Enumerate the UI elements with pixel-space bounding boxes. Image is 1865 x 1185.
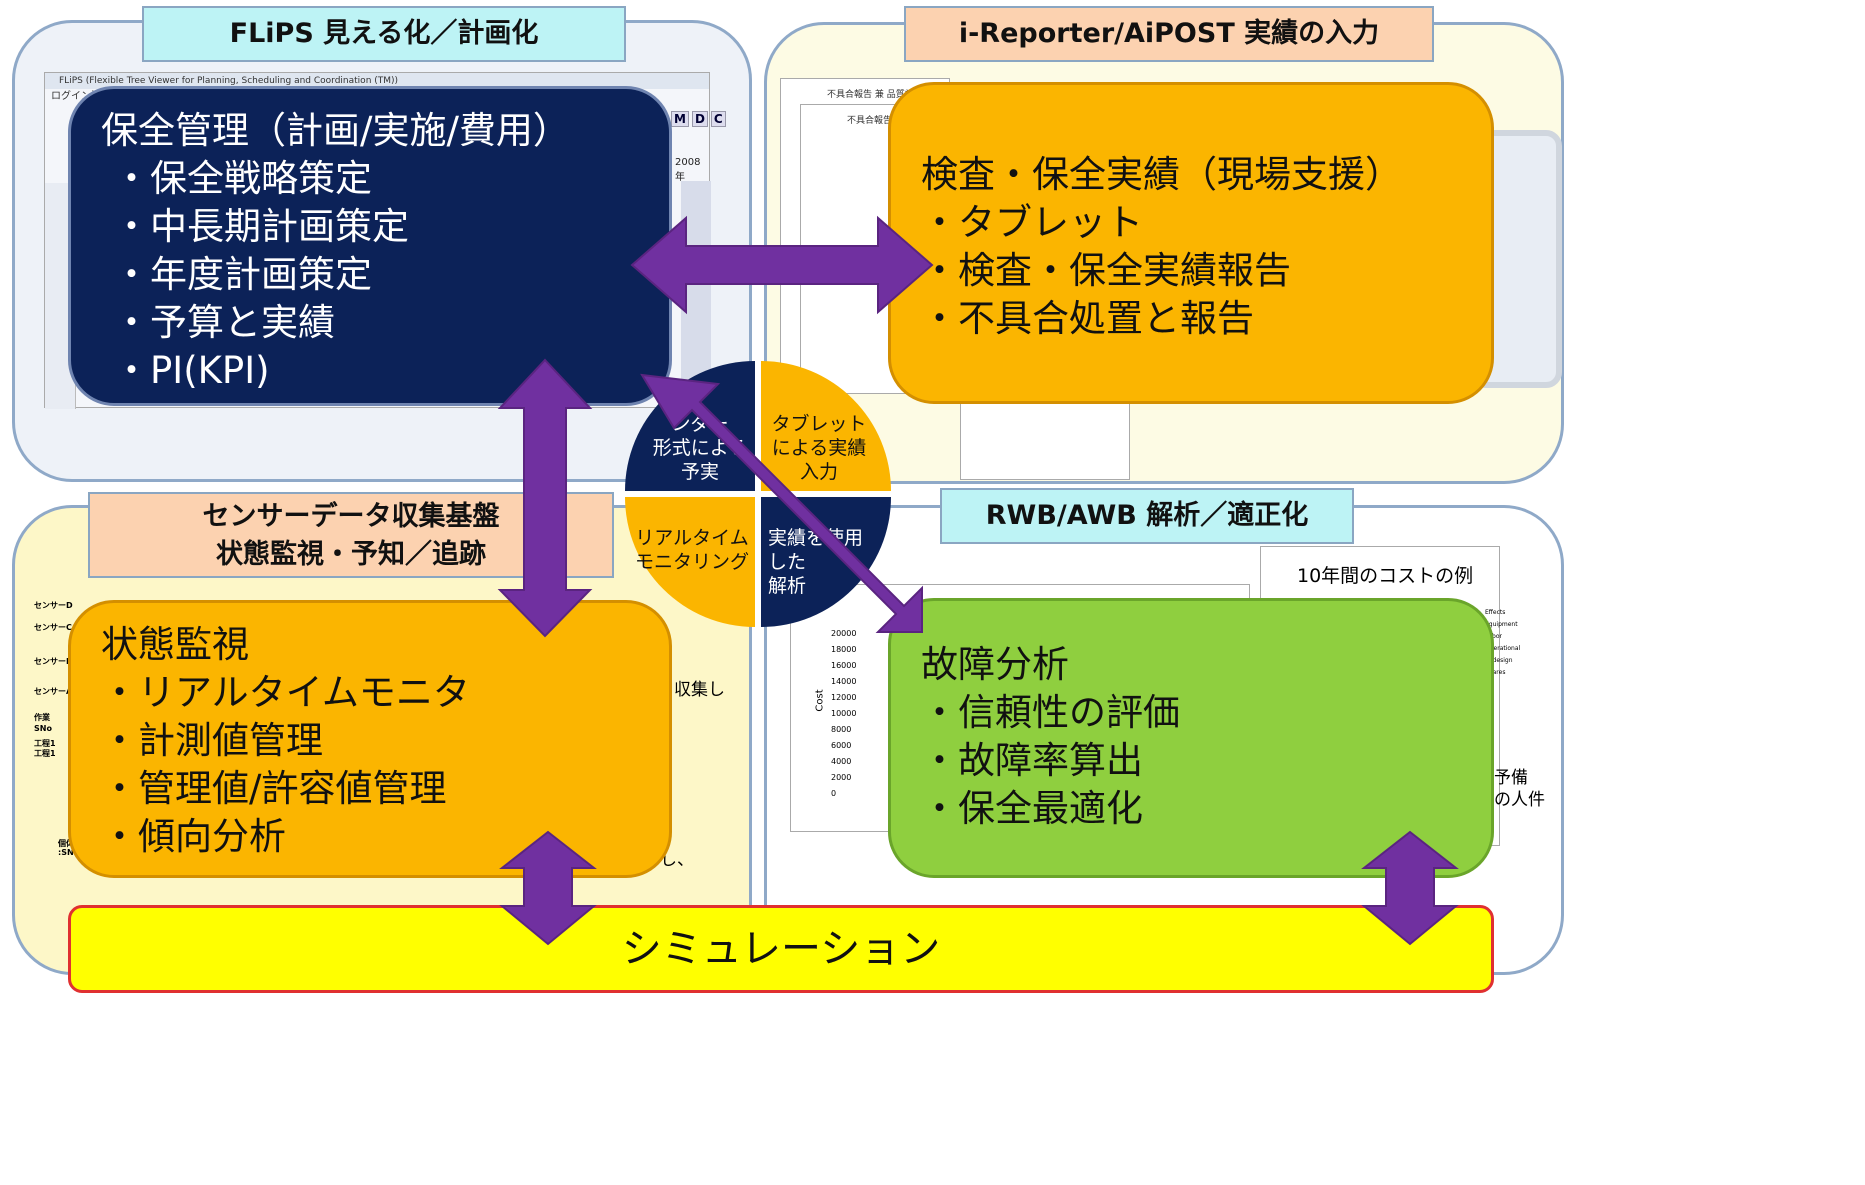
sensor-label-unit: 個体 [58,839,74,848]
box-planning-item-2: ・中長期計画策定 [113,205,409,248]
cost-tick-label: 16000 [831,661,857,670]
cost-tick-label: 12000 [831,693,857,702]
box-condition-monitoring: 状態監視 ・リアルタイムモニタ ・計測値管理 ・管理値/許容値管理 ・傾向分析 [68,600,672,878]
tab-sensor-line1: センサーデータ収集基盤 [202,501,500,532]
tab-sensor: センサーデータ収集基盤 状態監視・予知／追跡 [88,492,614,578]
box-failure-title: 故障分析 [921,643,1069,686]
sensor-label-sno: SNo [34,724,52,733]
box-inspection-item-3: ・不具合処置と報告 [921,297,1254,340]
wheel-bl-1: リアルタイム [635,527,749,549]
cost-tick-label: 18000 [831,645,857,654]
box-failure-analysis: 故障分析 ・信頼性の評価 ・故障率算出 ・保全最適化 [888,598,1494,878]
legend-redesign: Redesign [1485,657,1513,664]
cost-tick-label: 10000 [831,709,857,718]
legend-operational: Operational [1485,645,1521,652]
wheel-tr-3: 入力 [799,461,838,483]
cost-tick-label: 8000 [831,725,852,734]
report-title-2: 不具合報告 兼 [847,116,904,126]
wheel-label-br: 実績を使用 した 解析 [768,526,872,598]
sensor-label-work: 作業 [34,713,50,722]
wheel-label-bl: リアルタイム モニタリング [630,526,754,574]
wheel-br-1: 実績を使用 [768,527,864,549]
box-planning-item-4: ・予算と実績 [113,301,335,344]
sensor-label-d: センサーD [34,601,73,610]
sensor-label-a: センサーA [34,687,73,696]
wheel-bl-2: モニタリング [634,551,749,573]
flips-btn-m[interactable]: M [671,111,689,127]
flips-toolbar-buttons[interactable]: M D C [671,111,726,127]
tab-ireporter: i-Reporter/AiPOST 実績の入力 [904,6,1434,62]
sensor-label-c: センサーC [34,623,72,632]
snippet-collect: 収集し [674,680,725,700]
sensor-label-b: センサーB [34,657,73,666]
sensor-label-proc1b: 工程1 [34,749,56,758]
wheel-label-tr: タブレット による実績 入力 [764,412,874,484]
flips-btn-d[interactable]: D [691,111,708,127]
box-failure-item-3: ・保全最適化 [921,787,1143,830]
wheel-tl-3: 予実 [680,461,719,483]
snippet-ninken: の人件 [1494,790,1545,810]
legend-spares: Spares [1485,669,1506,676]
box-inspection-item-2: ・検査・保全実績報告 [921,249,1291,292]
snippet-shi: し、 [660,850,694,870]
box-maintenance-planning: 保全管理（計画/実施/費用） ・保全戦略策定 ・中長期計画策定 ・年度計画策定 … [68,86,672,406]
flips-year: 2008 年 [675,157,701,183]
flips-menu: ログイン情 [51,91,101,102]
box-monitoring-title: 状態監視 [101,623,249,666]
cost-tick-label: 0 [831,789,837,798]
cost-tick-label: 20000 [831,629,857,638]
box-monitoring-item-3: ・管理値/許容値管理 [101,767,447,810]
box-monitoring-item-4: ・傾向分析 [101,815,286,858]
box-monitoring-item-2: ・計測値管理 [101,719,323,762]
sensor-label-proc1a: 工程1 [34,739,56,748]
flips-btn-c[interactable]: C [710,111,726,127]
tab-sensor-line2: 状態監視・予知／追跡 [216,539,486,570]
cost-ylabel: Cost [814,689,826,712]
box-planning-title: 保全管理（計画/実施/費用） [101,109,570,152]
box-inspection-item-1: ・タブレット [921,201,1143,244]
wheel-tl-2: 形式による [652,437,748,459]
tab-rwb: RWB/AWB 解析／適正化 [940,488,1354,544]
wheel-tl-1: ンダー [671,413,729,435]
wheel-br-3: 解析 [768,575,807,597]
box-planning-item-1: ・保全戦略策定 [113,157,372,200]
wheel-tr-1: タブレット [771,413,867,435]
cost-tick-label: 2000 [831,773,852,782]
cost-tick-label: 14000 [831,677,857,686]
cost-tick-label: 6000 [831,741,852,750]
wheel-tr-2: による実績 [771,437,867,459]
box-monitoring-item-1: ・リアルタイムモニタ [101,671,470,714]
box-inspection: 検査・保全実績（現場支援） ・タブレット ・検査・保全実績報告 ・不具合処置と報… [888,82,1494,404]
report-title: 不具合報告 兼 品質対策シ [827,90,932,100]
box-inspection-title: 検査・保全実績（現場支援） [921,153,1402,196]
simulation-bar: シミュレーション [68,905,1494,993]
box-failure-item-1: ・信頼性の評価 [921,691,1180,734]
sensor-label-unit-sno: :SNo [58,848,80,857]
wheel-br-2: した [768,551,807,573]
legend-effects: Effects [1485,609,1506,616]
legend-equipment: Equipment [1485,621,1518,628]
box-failure-item-2: ・故障率算出 [921,739,1143,782]
box-planning-item-3: ・年度計画策定 [113,253,372,296]
flips-window-title: FLiPS (Flexible Tree Viewer for Planning… [45,73,709,89]
snippet-yobi: 予備 [1494,768,1528,788]
wheel-label-tl: ンダー 形式による 予実 [650,412,750,484]
tab-flips: FLiPS 見える化／計画化 [142,6,626,62]
box-planning-item-5: ・PI(KPI) [113,349,270,392]
cost-chart-title: 10年間のコストの例 [1297,565,1474,587]
cost-tick-label: 4000 [831,757,852,766]
